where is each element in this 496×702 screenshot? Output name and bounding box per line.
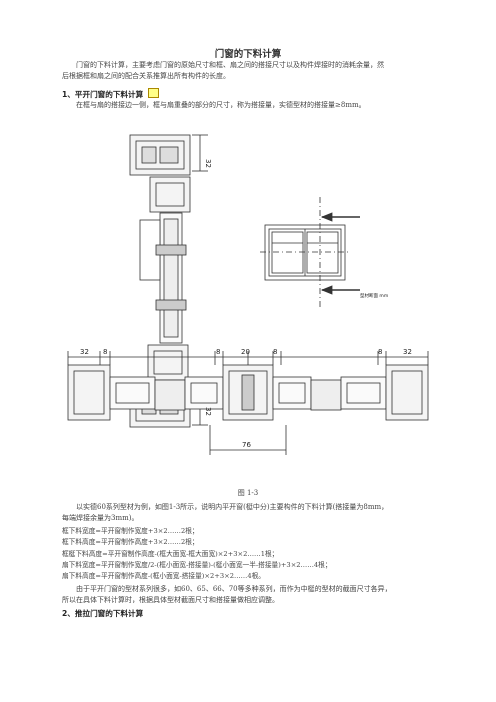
window-elevation (260, 197, 350, 310)
intro-line-1: 门窗的下料计算，主要考虑门窗的原始尺寸和框、扇之间的搭接尺寸以及构件焊接时的消耗… (76, 61, 384, 69)
horizontal-profile-section (67, 364, 429, 421)
intro-line-2: 后根据框和扇之间的配合关系推算出所有构件的长度。 (62, 72, 230, 81)
figure-small-label: 型材断面 mm (360, 292, 388, 299)
note-icon (147, 88, 159, 98)
dim-top-7: 32 (403, 348, 412, 356)
section-1-text: 在框与扇的搭接边一侧，框与扇重叠的部分的尺寸，称为搭接量，实德型材的搭接量≥8m… (62, 100, 442, 111)
section-1-heading-text: 1、平开门窗的下料计算 (62, 90, 144, 99)
intro-paragraph: 门窗的下料计算，主要考虑门窗的原始尺寸和框、扇之间的搭接尺寸以及构件焊接时的消耗… (62, 60, 442, 83)
figure-1-3: 32 32 32 8 8 20 8 8 32 76 型材断面 mm (67, 134, 429, 455)
section-1-text-line: 在框与扇的搭接边一侧，框与扇重叠的部分的尺寸，称为搭接量，实德型材的搭接量≥8m… (76, 101, 366, 109)
section-1-heading: 1、平开门窗的下料计算 (62, 88, 159, 100)
body-line-2: 每端焊接余量为3mm)。 (62, 514, 139, 523)
dim-top-3: 8 (216, 348, 220, 356)
formula-item: 框下料高度=平开窗制作高度+3×2……2根； (62, 538, 199, 547)
formula-item: 扇下料宽度=平开窗制作宽度/2-(框小面宽-搭接量)-(梃小面宽一半-搭接量)+… (62, 560, 332, 569)
dim-top-5: 8 (273, 348, 277, 356)
page-title: 门窗的下料计算 (214, 49, 282, 60)
note-line-2: 所以在具体下料计算时，根据具体型材截面尺寸和搭接量做相应调整。 (62, 596, 279, 605)
dim-76: 76 (242, 441, 251, 449)
section-2-heading: 2、推拉门窗的下料计算 (62, 609, 144, 618)
dim-vertical-bottom: 32 (204, 407, 212, 416)
dim-top-1: 32 (80, 348, 89, 356)
formula-item: 框梃下料高度=平开窗制作高度-(框大面宽-框大面宽)×2+3×2……1根； (62, 549, 279, 558)
formula-list: 框下料宽度=平开窗制作宽度+3×2……2根； 框下料高度=平开窗制作高度+3×2… (62, 526, 452, 582)
dim-top-6: 8 (378, 348, 382, 356)
formula-item: 扇下料高度=平开窗制作高度-(框小面宽-搭接量)×2+3×2……4根。 (62, 572, 265, 581)
dim-top-4: 20 (241, 348, 250, 356)
dim-vertical-top: 32 (204, 159, 212, 168)
body-line-1: 以实德60系列型材为例，如图1-3所示，说明内平开窗(梃中分)主要构件的下料计算… (76, 503, 389, 511)
formula-item: 框下料宽度=平开窗制作宽度+3×2……2根； (62, 527, 199, 535)
figure-caption: 图 1-3 (237, 489, 259, 497)
note-paragraph: 由于平开门窗的型材系列很多，如60、65、66、70等多种系列，而作为中梃的型材… (62, 584, 446, 607)
dim-top-2: 8 (103, 348, 107, 356)
body-paragraph: 以实德60系列型材为例，如图1-3所示，说明内平开窗(梃中分)主要构件的下料计算… (62, 502, 446, 525)
note-line-1: 由于平开门窗的型材系列很多，如60、65、66、70等多种系列，而作为中梃的型材… (76, 585, 392, 593)
